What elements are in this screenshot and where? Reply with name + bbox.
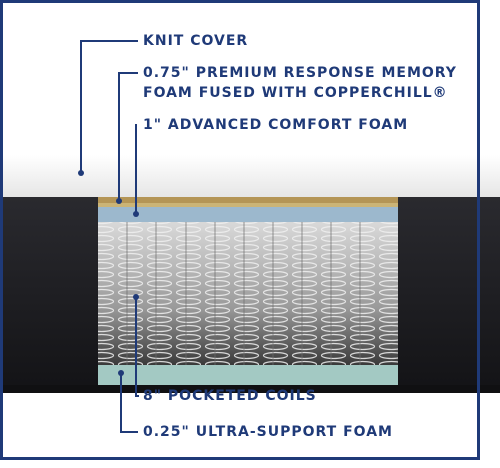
leader-pocketed-coils (135, 296, 137, 396)
leader-dot (78, 170, 84, 176)
support-foam-layer (98, 365, 398, 385)
label-comfort-foam: 1" ADVANCED COMFORT FOAM (143, 117, 409, 133)
coil-dividers (126, 222, 361, 365)
leader-comfort-foam (135, 124, 137, 212)
label-memory-foam: 0.75" PREMIUM RESPONSE MEMORY FOAM FUSED… (143, 63, 457, 103)
knit-cover-layer (0, 155, 500, 197)
leader-support-foam (120, 372, 122, 432)
label-memory-foam-line2: FOAM FUSED WITH COPPERCHILL® (143, 85, 448, 101)
label-memory-foam-line1: 0.75" PREMIUM RESPONSE MEMORY (143, 65, 457, 81)
label-frame (0, 0, 480, 460)
label-pocketed-coils: 8" POCKETED COILS (143, 388, 317, 404)
label-support-foam: 0.25" ULTRA-SUPPORT FOAM (143, 424, 393, 440)
label-knit-cover: KNIT COVER (143, 33, 249, 49)
leader-memory-foam (118, 72, 120, 200)
leader-knit-cover (80, 40, 82, 172)
comfort-foam-layer (98, 207, 398, 222)
copper-foam-layer (98, 197, 398, 207)
